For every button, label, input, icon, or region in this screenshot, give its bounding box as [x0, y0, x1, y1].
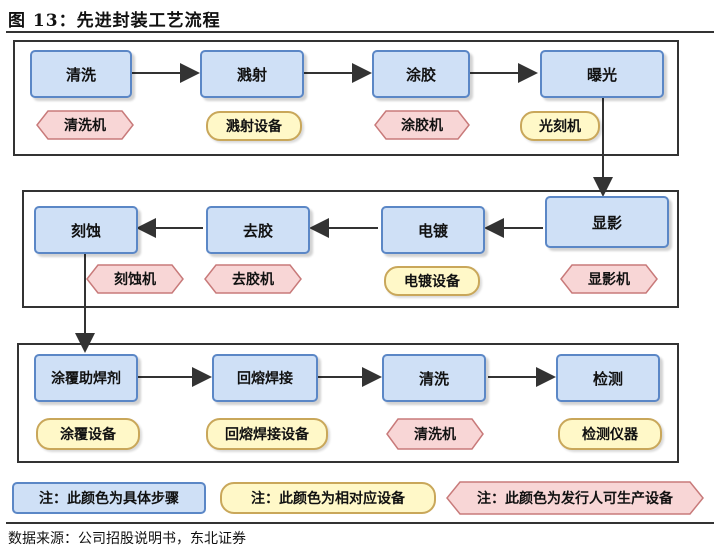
- step-exposure: 曝光: [540, 50, 664, 98]
- tag-coating-equipment: 涂覆设备: [36, 418, 140, 450]
- tag-label: 显影机: [588, 272, 630, 288]
- tag-inspection-instrument: 检测仪器: [558, 418, 662, 450]
- tag-sputtering-equipment: 溅射设备: [206, 111, 302, 141]
- step-flux-coating: 涂覆助焊剂: [34, 354, 138, 402]
- figure-source: 数据来源：公司招股说明书，东北证券: [8, 531, 246, 547]
- legend-label: 注：此颜色为发行人可生产设备: [477, 491, 673, 507]
- step-developing: 显影: [545, 196, 669, 248]
- title-rule: [6, 31, 714, 33]
- legend-steps: 注：此颜色为具体步骤: [12, 482, 206, 514]
- tag-label: 涂胶机: [401, 118, 443, 134]
- legend-producible: 注：此颜色为发行人可生产设备: [446, 481, 704, 515]
- step-cleaning-1: 清洗: [30, 50, 132, 98]
- step-strip: 去胶: [206, 206, 310, 254]
- tag-strip-machine: 去胶机: [204, 264, 302, 294]
- tag-coating-machine: 涂胶机: [374, 110, 470, 140]
- step-sputtering: 溅射: [200, 50, 304, 98]
- step-inspection: 检测: [556, 354, 660, 402]
- tag-developing-machine: 显影机: [560, 264, 658, 294]
- step-etching: 刻蚀: [34, 206, 138, 254]
- tag-label: 刻蚀机: [114, 272, 156, 288]
- figure-title: 图 13：先进封装工艺流程: [8, 11, 221, 31]
- tag-etching-machine: 刻蚀机: [86, 264, 184, 294]
- tag-label: 清洗机: [64, 118, 106, 134]
- tag-reflow-equipment: 回熔焊接设备: [206, 418, 328, 450]
- tag-lithography-machine: 光刻机: [520, 111, 600, 141]
- tag-plating-equipment: 电镀设备: [384, 266, 480, 296]
- tag-cleaning-machine-2: 清洗机: [386, 418, 484, 450]
- legend-equipment: 注：此颜色为相对应设备: [220, 482, 436, 514]
- tag-label: 清洗机: [414, 427, 456, 443]
- step-plating: 电镀: [381, 206, 485, 254]
- tag-label: 去胶机: [232, 272, 274, 288]
- step-cleaning-2: 清洗: [382, 354, 486, 402]
- tag-cleaning-machine: 清洗机: [36, 110, 134, 140]
- source-rule: [6, 522, 714, 524]
- step-coating: 涂胶: [372, 50, 470, 98]
- step-reflow-soldering: 回熔焊接: [212, 354, 318, 402]
